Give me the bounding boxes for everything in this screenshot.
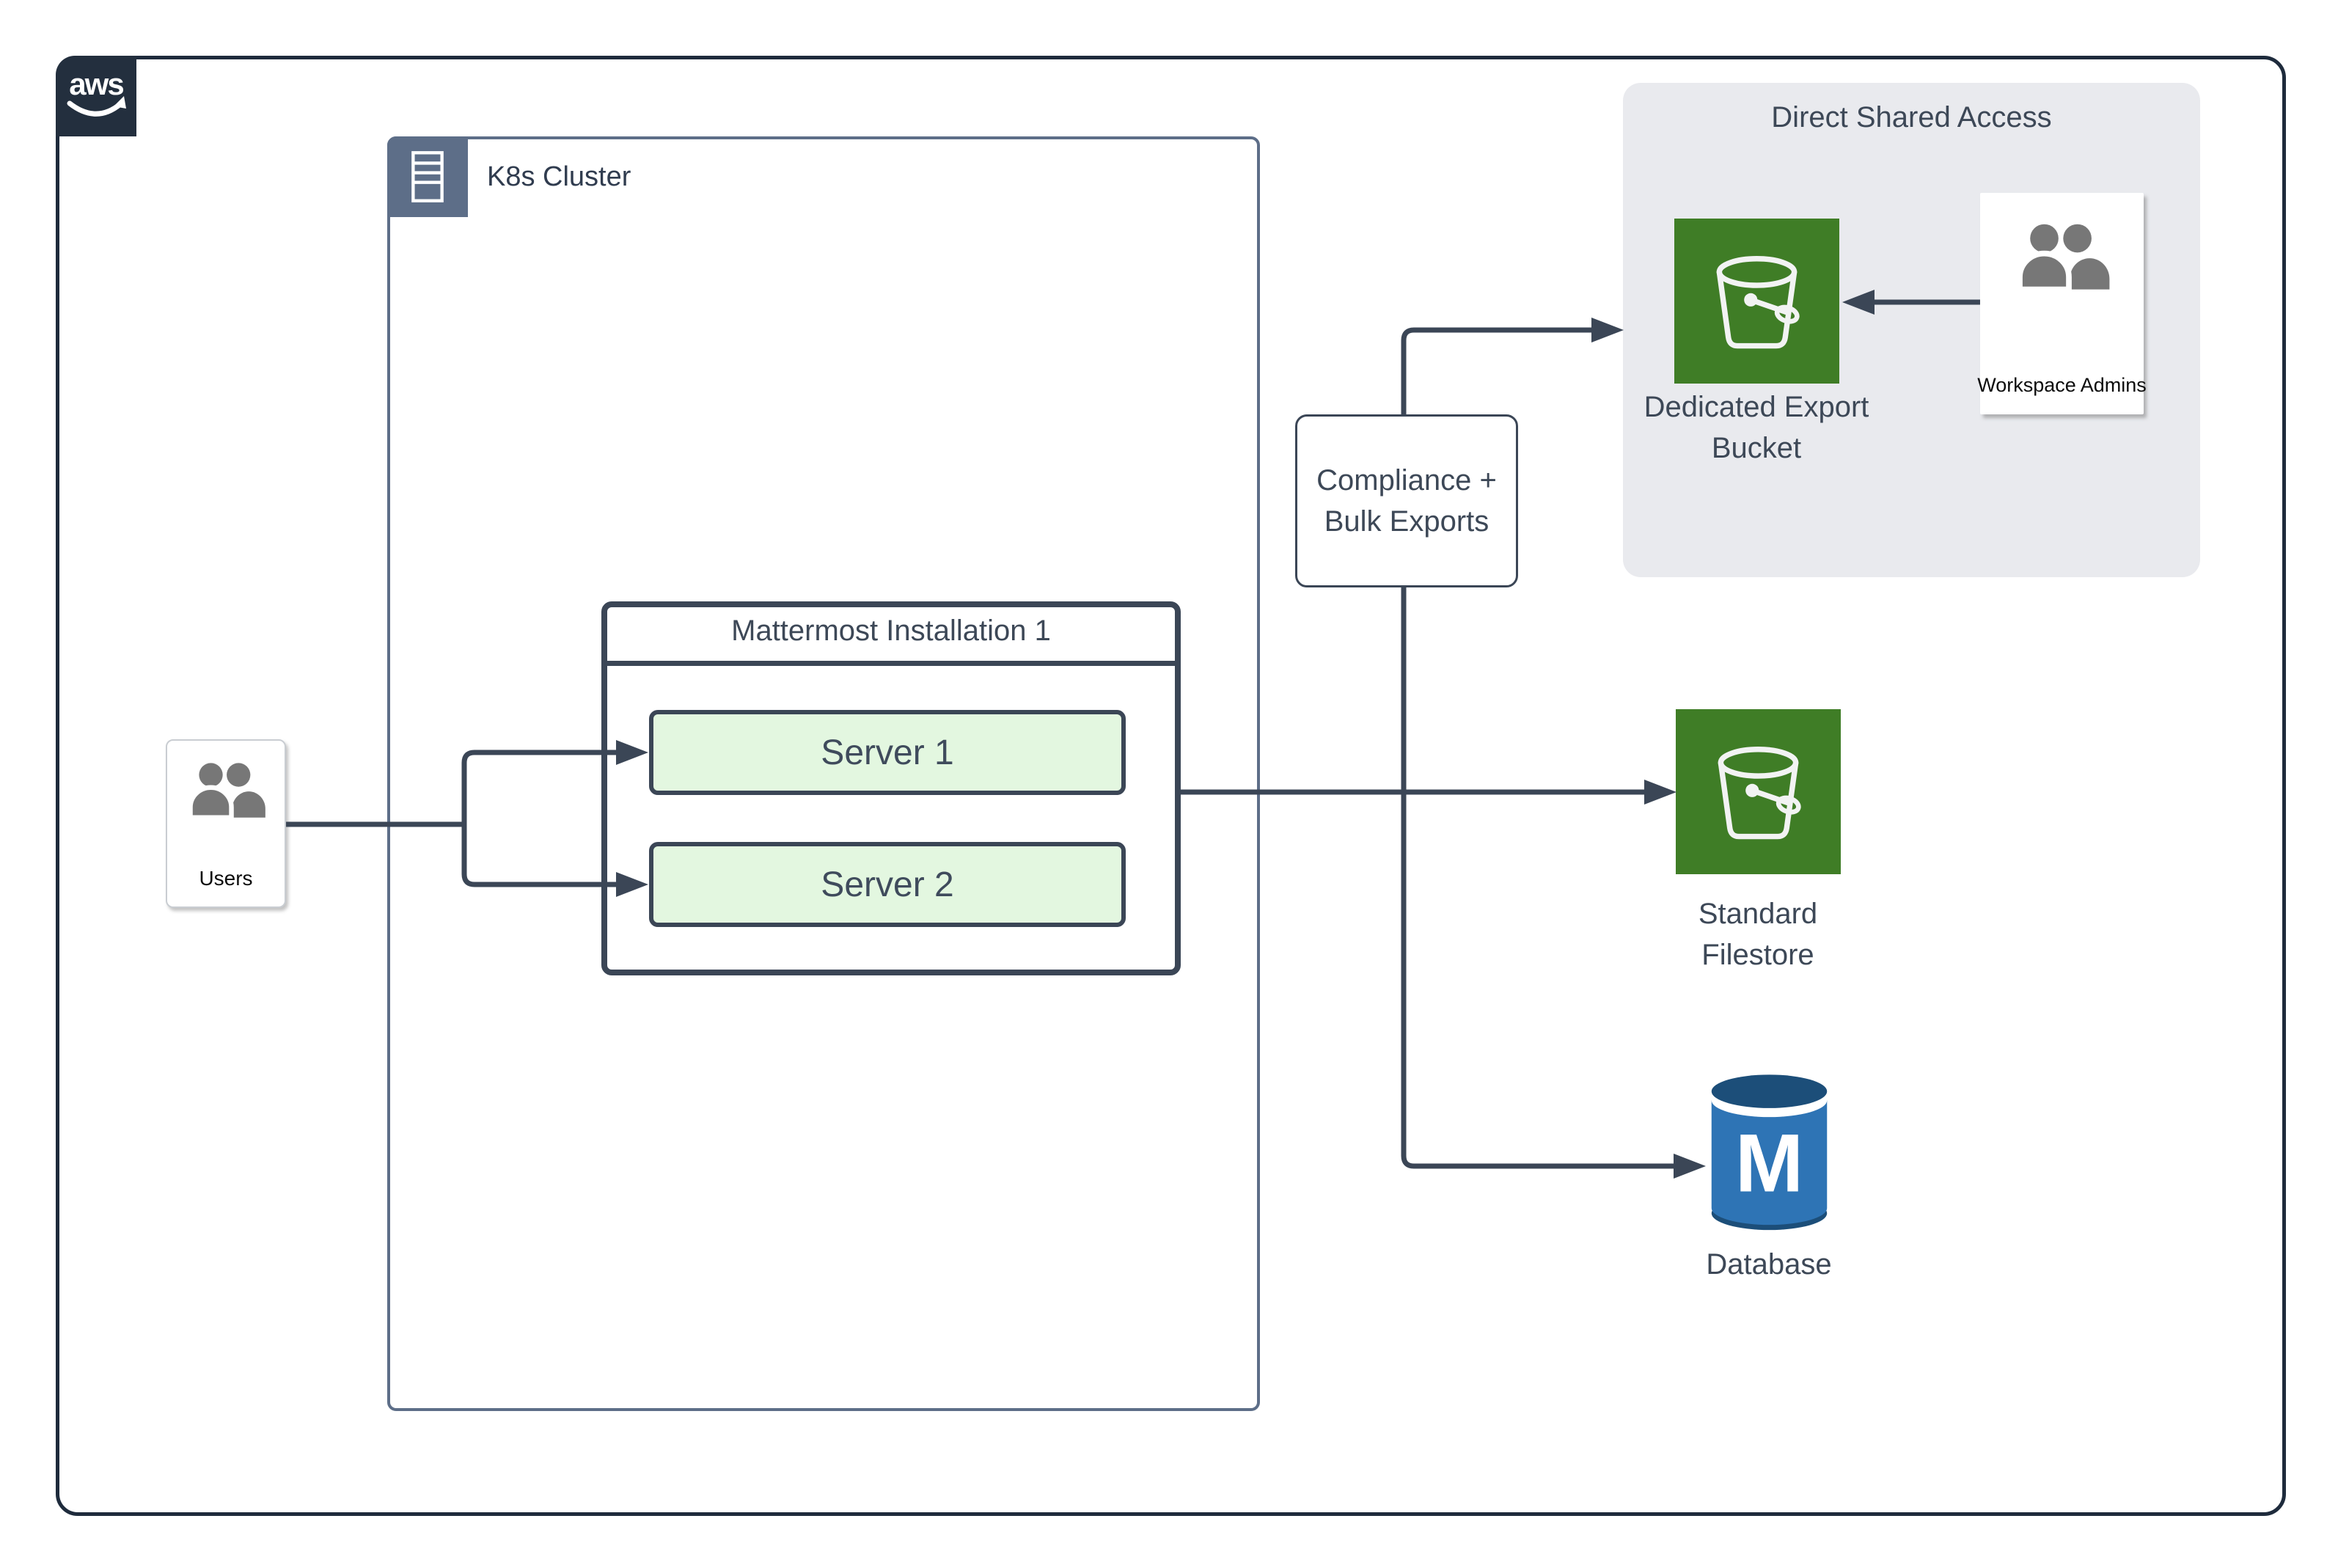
direct-shared-access-title: Direct Shared Access — [1771, 101, 2052, 133]
workspace-admins-label: Workspace Admins — [1977, 374, 2147, 396]
workspace-admins-icon — [2016, 224, 2109, 290]
compliance-bulk-exports-box: Compliance + Bulk Exports — [1295, 414, 1518, 587]
dedicated-export-bucket-label: Dedicated Export Bucket — [1573, 386, 1940, 469]
k8s-cluster-tile — [387, 136, 468, 217]
database-label-text: Database — [1706, 1248, 1832, 1281]
dedicated-label-line1: Dedicated Export — [1643, 391, 1869, 423]
standard-filestore-label: Standard Filestore — [1575, 893, 1941, 975]
compliance-line2: Bulk Exports — [1324, 505, 1489, 538]
standard-filestore-tile — [1676, 709, 1841, 874]
aws-logo-text: aws — [69, 67, 123, 101]
database-icon: M — [1705, 1069, 1833, 1238]
database-label: Database — [1586, 1244, 1952, 1285]
aws-logo-badge: aws — [56, 56, 136, 136]
server-1-box: Server 1 — [649, 710, 1126, 795]
mattermost-installation-title: Mattermost Installation 1 — [601, 601, 1181, 666]
server-rack-icon — [411, 151, 444, 202]
k8s-cluster-box — [387, 136, 1260, 1411]
aws-logo-icon: aws — [67, 67, 126, 117]
workspace-admins-card: Workspace Admins — [1977, 193, 2147, 414]
dedicated-export-bucket-tile — [1674, 219, 1839, 384]
s3-bucket-icon — [1718, 747, 1801, 840]
aws-smile-curve — [67, 100, 123, 117]
aws-smile-arrow — [114, 96, 126, 109]
s3-bucket-icon — [1716, 256, 1800, 349]
database-cylinder-icon: M — [1711, 1074, 1828, 1231]
k8s-cluster-label: K8s Cluster — [487, 161, 631, 192]
dedicated-label-line2: Bucket — [1711, 432, 1802, 464]
users-card: Users — [166, 739, 286, 908]
compliance-line1: Compliance + — [1316, 464, 1497, 497]
filestore-label-line1: Standard — [1698, 898, 1818, 930]
aws-cloud-frame — [56, 56, 2286, 1516]
users-icon — [188, 763, 265, 818]
users-label: Users — [199, 867, 253, 890]
server-2-box: Server 2 — [649, 842, 1126, 927]
filestore-label-line2: Filestore — [1701, 939, 1814, 971]
database-m-letter: M — [1735, 1118, 1803, 1209]
